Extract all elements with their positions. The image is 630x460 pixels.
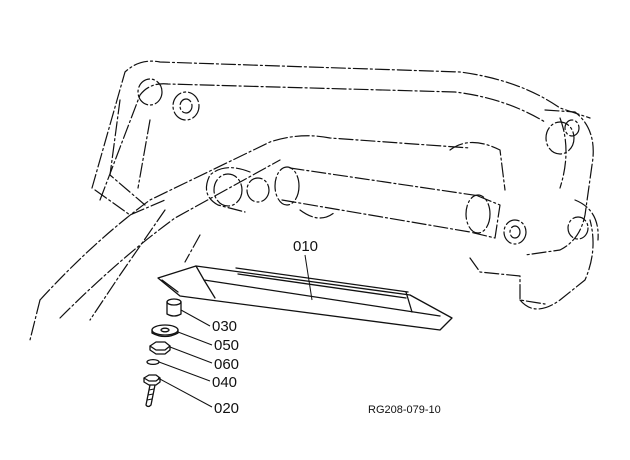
hardware-stack <box>143 298 182 408</box>
part-label-030: 030 <box>212 318 237 335</box>
part-label-050: 050 <box>214 337 239 354</box>
part-label-010: 010 <box>293 238 318 255</box>
part-label-020: 020 <box>214 400 239 417</box>
boom-outline <box>29 60 599 341</box>
part-label-040: 040 <box>212 374 237 391</box>
reference-code: RG208-079-10 <box>368 404 441 416</box>
guard-plate <box>157 265 453 331</box>
leader-lines <box>157 254 313 408</box>
part-label-060: 060 <box>214 356 239 373</box>
